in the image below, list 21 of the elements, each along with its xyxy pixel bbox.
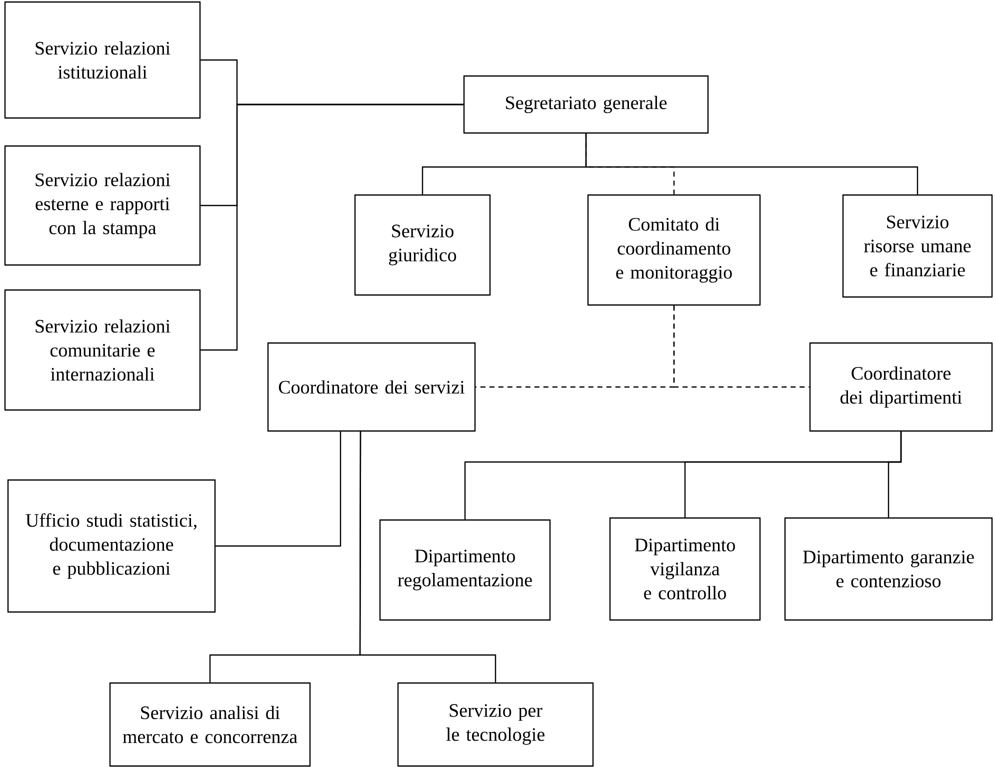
- org-box: Servizio relazioni istituzionali: [4, 1, 201, 119]
- org-box: Dipartimento vigilanza e controllo: [609, 517, 761, 621]
- org-box: Dipartimento garanzie e contenzioso: [784, 517, 993, 621]
- org-box: Dipartimento regolamentazione: [379, 519, 551, 621]
- org-box: Ufficio studi statistici, documentazione e pubblicazioni: [7, 479, 216, 613]
- org-box: Coordinatore dei dipartimenti: [809, 342, 993, 432]
- connector-line: [200, 104, 464, 351]
- connector-line: [216, 432, 342, 547]
- org-box: Comitato di coordinamento e monitoraggio: [587, 194, 761, 306]
- connector-line: [673, 306, 810, 388]
- connector-line: [585, 134, 918, 194]
- org-box: Servizio risorse umane e finanziarie: [842, 194, 993, 298]
- org-box: Servizio analisi di mercato e concorrenza: [109, 682, 311, 767]
- org-box: Servizio per le tecnologie: [397, 682, 594, 767]
- org-box: Servizio giuridico: [354, 194, 491, 296]
- org-box: Servizio relazioni esterne e rapporti con la stampa: [4, 145, 201, 266]
- org-box: Coordinatore dei servizi: [267, 342, 476, 432]
- connector-line: [888, 432, 902, 518]
- connector-line: [359, 432, 496, 682]
- org-box: Segretariato generale: [463, 75, 709, 134]
- org-box: Servizio relazioni comunitarie e internazionali: [4, 289, 201, 411]
